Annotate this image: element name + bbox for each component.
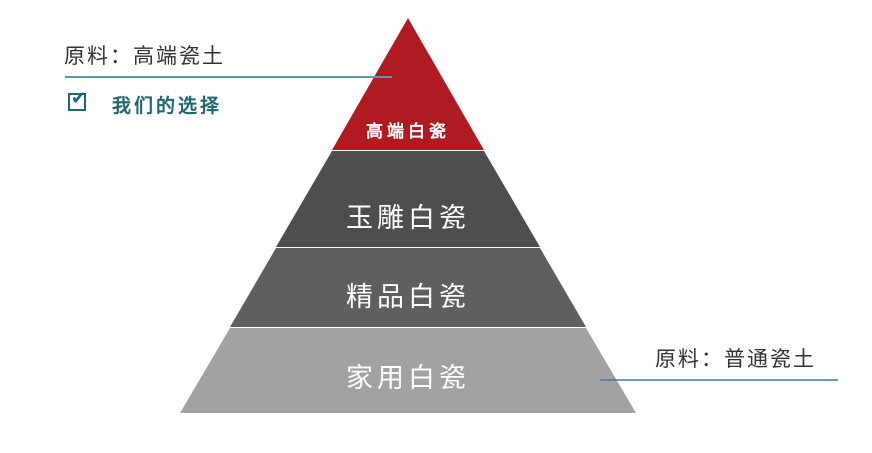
top-material-label: 原料：高端瓷土 <box>64 44 225 68</box>
tier-2-shape <box>276 151 540 247</box>
tier-4-label: 家用白瓷 <box>346 363 470 394</box>
our-choice-label: 我们的选择 <box>112 95 223 117</box>
tier-1-shape <box>332 18 484 150</box>
tier-3-shape <box>230 248 586 327</box>
tier-4-shape <box>180 328 636 413</box>
tier-1-label: 高端白瓷 <box>366 122 450 142</box>
tier-3-label: 精品白瓷 <box>346 282 470 313</box>
tier-2-label: 玉雕白瓷 <box>346 203 470 234</box>
bottom-material-label: 原料：普通瓷土 <box>655 347 816 371</box>
checkbox-icon: ✔ <box>68 88 86 111</box>
